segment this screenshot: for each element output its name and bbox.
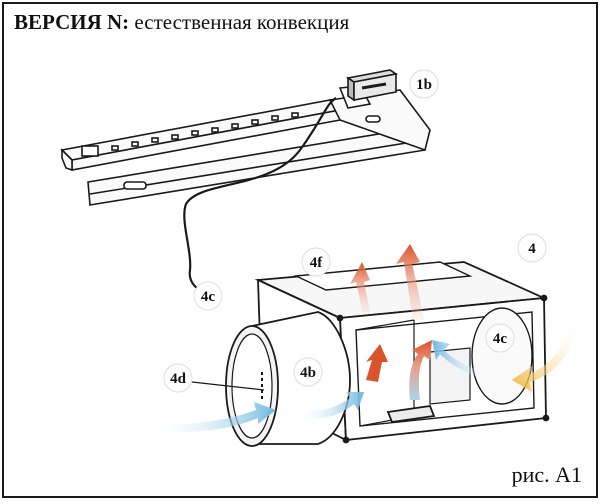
callout-4b: 4b [293, 357, 323, 387]
cold-air-inflow-mid [296, 392, 364, 420]
svg-text:1b: 1b [416, 77, 432, 93]
page-title: ВЕРСИЯ N: естественная конвекция [14, 10, 349, 35]
callout-4c-cable: 4c [193, 281, 223, 311]
warm-air-arrow-1 [350, 262, 370, 312]
svg-text:4c: 4c [493, 331, 508, 347]
warm-inflow-arrow [512, 322, 578, 392]
callout-4c-right: 4c [485, 323, 515, 353]
version-description: естественная конвекция [134, 10, 350, 34]
callout-4: 4 [517, 233, 547, 263]
callout-4f: 4f [301, 247, 331, 277]
cold-air-inflow-right [432, 340, 490, 380]
round-spigot [225, 311, 351, 447]
cable [183, 97, 337, 298]
warm-air-arrow-4 [409, 340, 432, 400]
figure-label: рис. А1 [511, 462, 582, 487]
cold-air-inflow-left [150, 402, 276, 433]
callout-1b: 1b [409, 69, 439, 99]
svg-text:4f: 4f [310, 255, 324, 271]
version-label: ВЕРСИЯ N: [14, 10, 130, 34]
warm-air-arrow-2 [396, 244, 424, 320]
wall-bracket [60, 85, 431, 206]
svg-text:4d: 4d [170, 371, 187, 387]
warm-air-arrow-3 [366, 344, 388, 382]
svg-text:4c: 4c [201, 289, 216, 305]
svg-text:4: 4 [528, 241, 536, 257]
junction-box [345, 69, 399, 102]
svg-text:4b: 4b [300, 365, 316, 381]
callout-4d: 4d [163, 363, 265, 393]
